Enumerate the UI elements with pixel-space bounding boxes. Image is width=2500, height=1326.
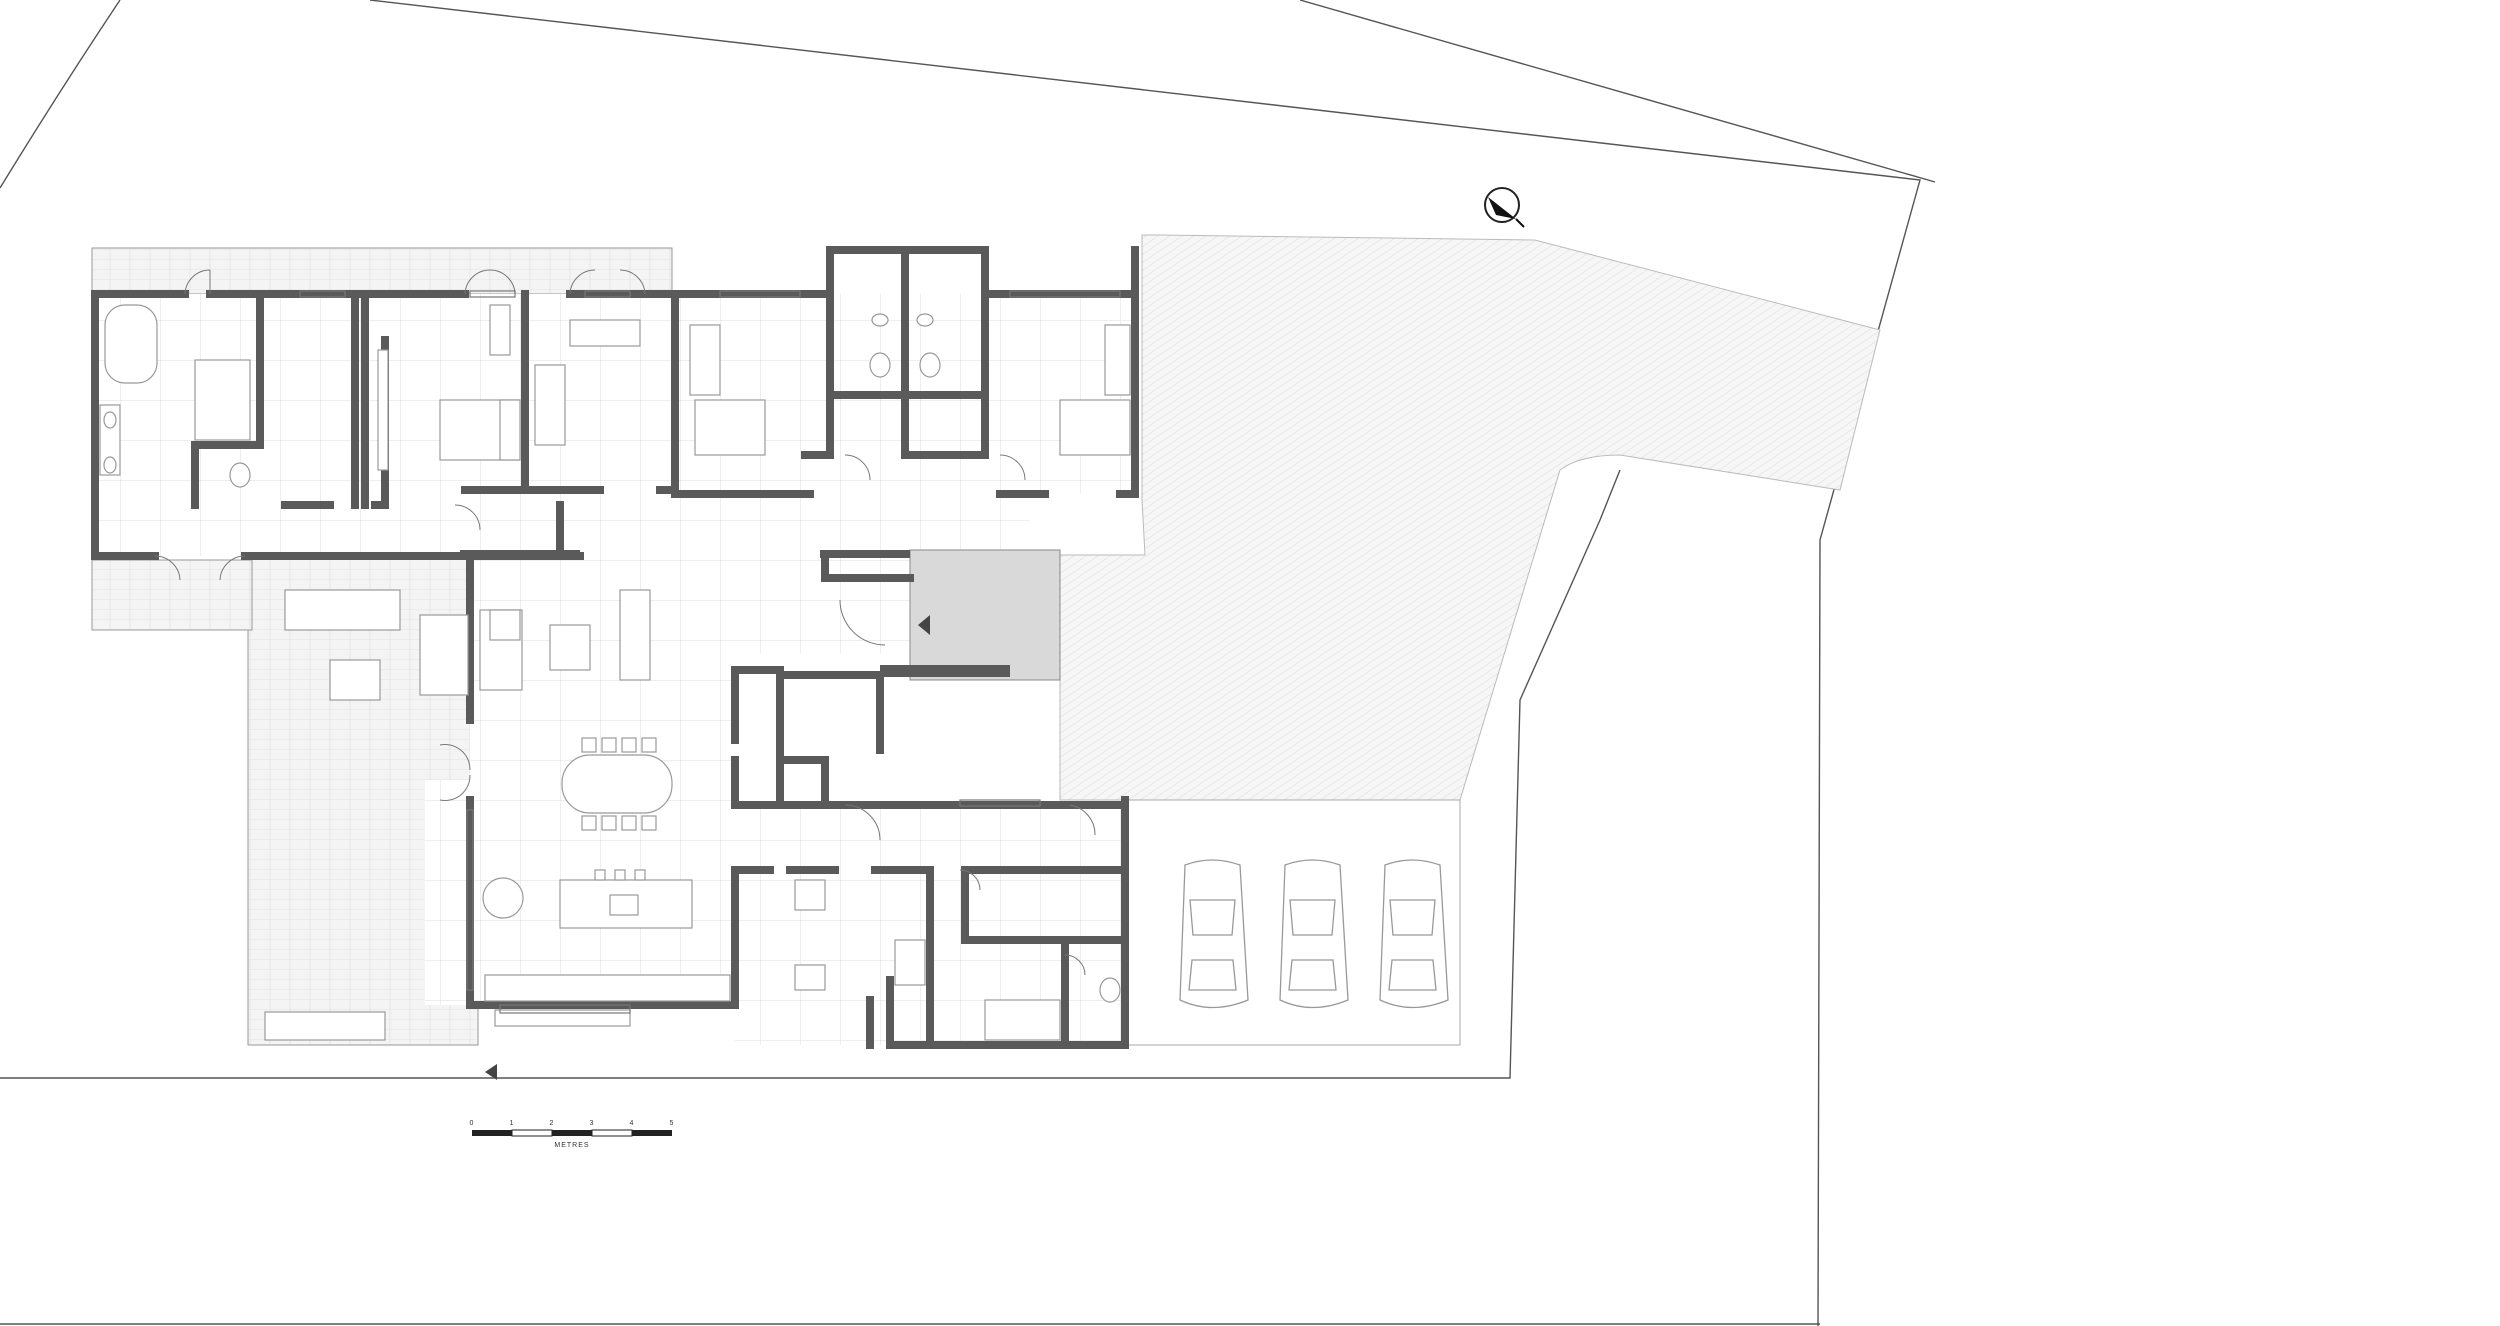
scale-tick-2: 2 bbox=[550, 1120, 555, 1127]
scale-tick-3: 3 bbox=[590, 1120, 595, 1127]
veranda-paving bbox=[91, 559, 253, 631]
car-2 bbox=[1279, 859, 1349, 1009]
car-1 bbox=[1179, 859, 1249, 1009]
door-swings bbox=[154, 269, 1096, 976]
north-arrow-icon bbox=[1484, 187, 1525, 228]
entry-wall bbox=[820, 550, 910, 558]
rear-veranda bbox=[91, 247, 673, 295]
scale-tick-1: 1 bbox=[510, 1120, 515, 1127]
site-boundary bbox=[0, 0, 1936, 1326]
cars bbox=[1179, 859, 1449, 1009]
driveway-paving bbox=[1059, 234, 1881, 801]
gallery-wall bbox=[460, 550, 580, 559]
furniture bbox=[99, 304, 1131, 1041]
scale-tick-4: 4 bbox=[630, 1120, 635, 1127]
scale-tick-5: 5 bbox=[670, 1120, 675, 1127]
arrow-left-icon bbox=[485, 1064, 497, 1080]
arrow-left-icon bbox=[918, 615, 930, 635]
scale-unit-label: METRES bbox=[554, 1142, 589, 1149]
scale-bar: 0 1 2 3 4 5 METRES bbox=[470, 1120, 675, 1149]
entry-porch bbox=[909, 549, 1061, 681]
car-3 bbox=[1379, 859, 1449, 1009]
windows bbox=[299, 290, 1121, 1014]
dining-table bbox=[561, 754, 673, 814]
scale-tick-0: 0 bbox=[470, 1120, 475, 1127]
bathtub bbox=[104, 304, 158, 384]
entry-wall-south bbox=[880, 665, 1010, 677]
